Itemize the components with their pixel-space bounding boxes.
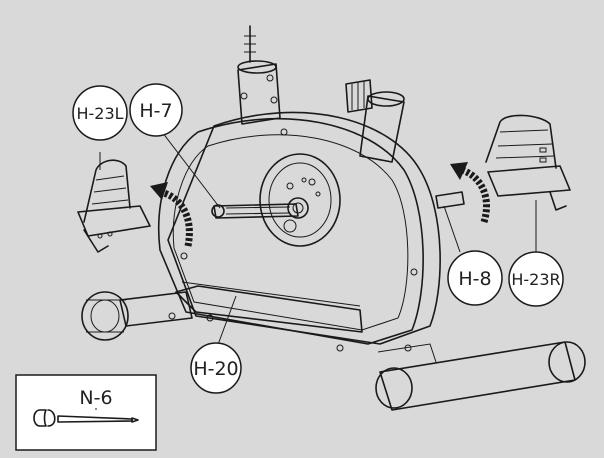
callout-h23r: H-23R	[508, 251, 564, 307]
foot-cap-icon	[375, 367, 413, 409]
rotation-arrow-icon	[460, 166, 491, 224]
foot-cap-icon	[548, 341, 586, 383]
callout-h7: H-7	[129, 83, 183, 137]
callout-h23l: H-23L	[72, 85, 128, 141]
right-pedal	[485, 114, 571, 211]
bike-body	[81, 25, 586, 411]
pedal-strap-icon	[485, 114, 557, 169]
crank-disc	[259, 153, 341, 247]
foot-cap-icon	[81, 291, 129, 341]
label-h20: H-20	[193, 358, 238, 380]
left-rotation-arrow	[150, 182, 193, 247]
label-n6: N-6	[79, 387, 112, 409]
label-h23l: H-23L	[76, 104, 123, 123]
callout-h8: H-8	[447, 250, 503, 306]
front-stabilizer	[375, 341, 586, 411]
lower-cover-panel	[175, 285, 363, 333]
rotation-arrow-icon	[159, 188, 193, 247]
pedal-strap-icon	[83, 159, 131, 223]
label-h23r: H-23R	[511, 270, 560, 289]
wrench-icon	[33, 409, 139, 427]
right-rotation-arrow	[450, 162, 491, 224]
tension-knob	[345, 79, 373, 113]
callout-h20: H-20	[190, 342, 242, 394]
left-pedal	[77, 159, 151, 253]
label-h8: H-8	[458, 268, 491, 290]
screws	[168, 128, 418, 352]
tool-inset: N-6	[15, 374, 157, 451]
handlebar-post	[345, 79, 405, 163]
housing-rear	[167, 111, 441, 345]
right-axle	[435, 191, 465, 209]
rear-stabilizer	[81, 291, 193, 341]
label-h7: H-7	[139, 100, 172, 122]
seat-post	[237, 25, 281, 125]
leader-lines	[99, 123, 537, 351]
